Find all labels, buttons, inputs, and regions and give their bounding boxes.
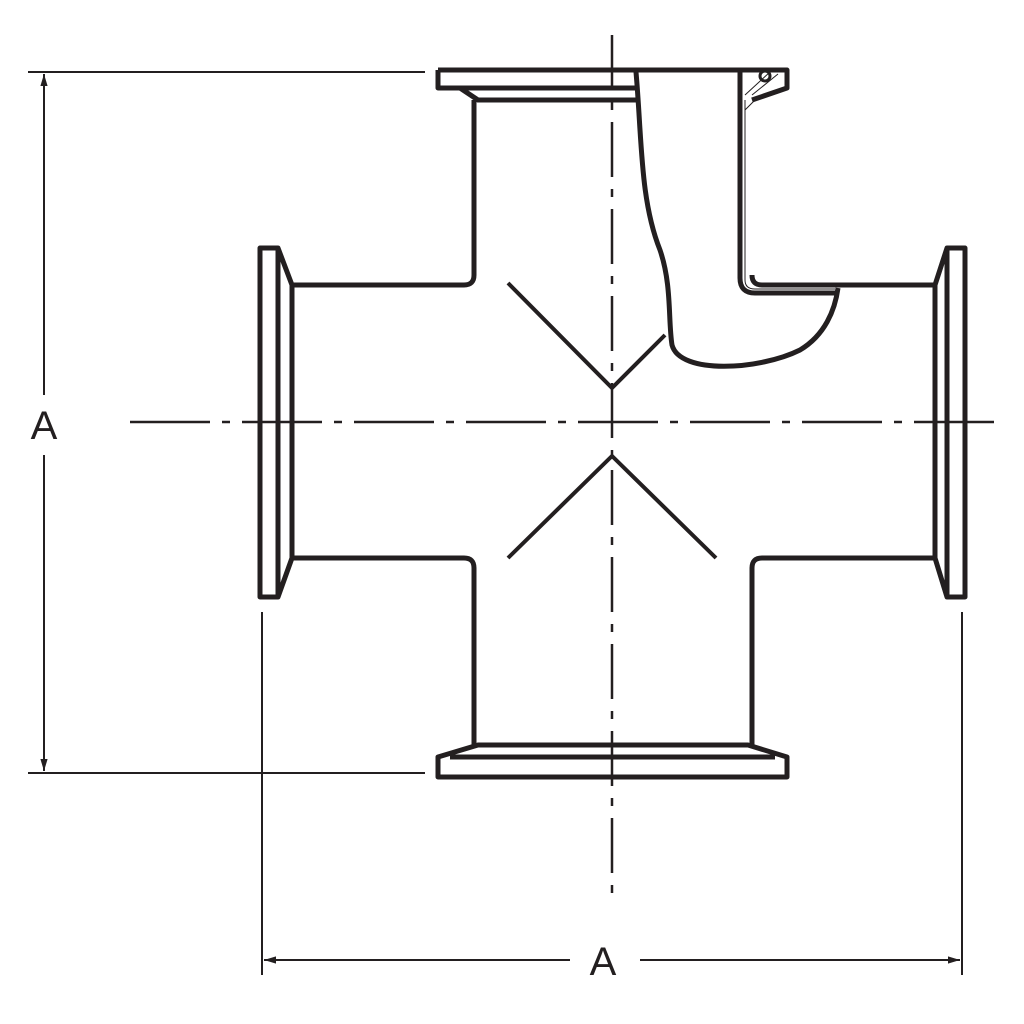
right-flange [932,245,968,600]
cutaway-break-line [633,71,841,369]
dimension-label-horizontal: A [590,940,617,984]
flow-arrow-lower [506,454,718,560]
left-flange [257,245,295,600]
cutaway-hatch [744,71,835,290]
dimension-label-vertical: A [31,404,58,448]
flow-arrow-upper [506,281,667,390]
fitting-body-outline [292,100,935,745]
top-flange [435,67,790,103]
gasket-groove [758,69,772,83]
bottom-flange [435,742,790,780]
cutaway-inner-wall [737,72,838,296]
